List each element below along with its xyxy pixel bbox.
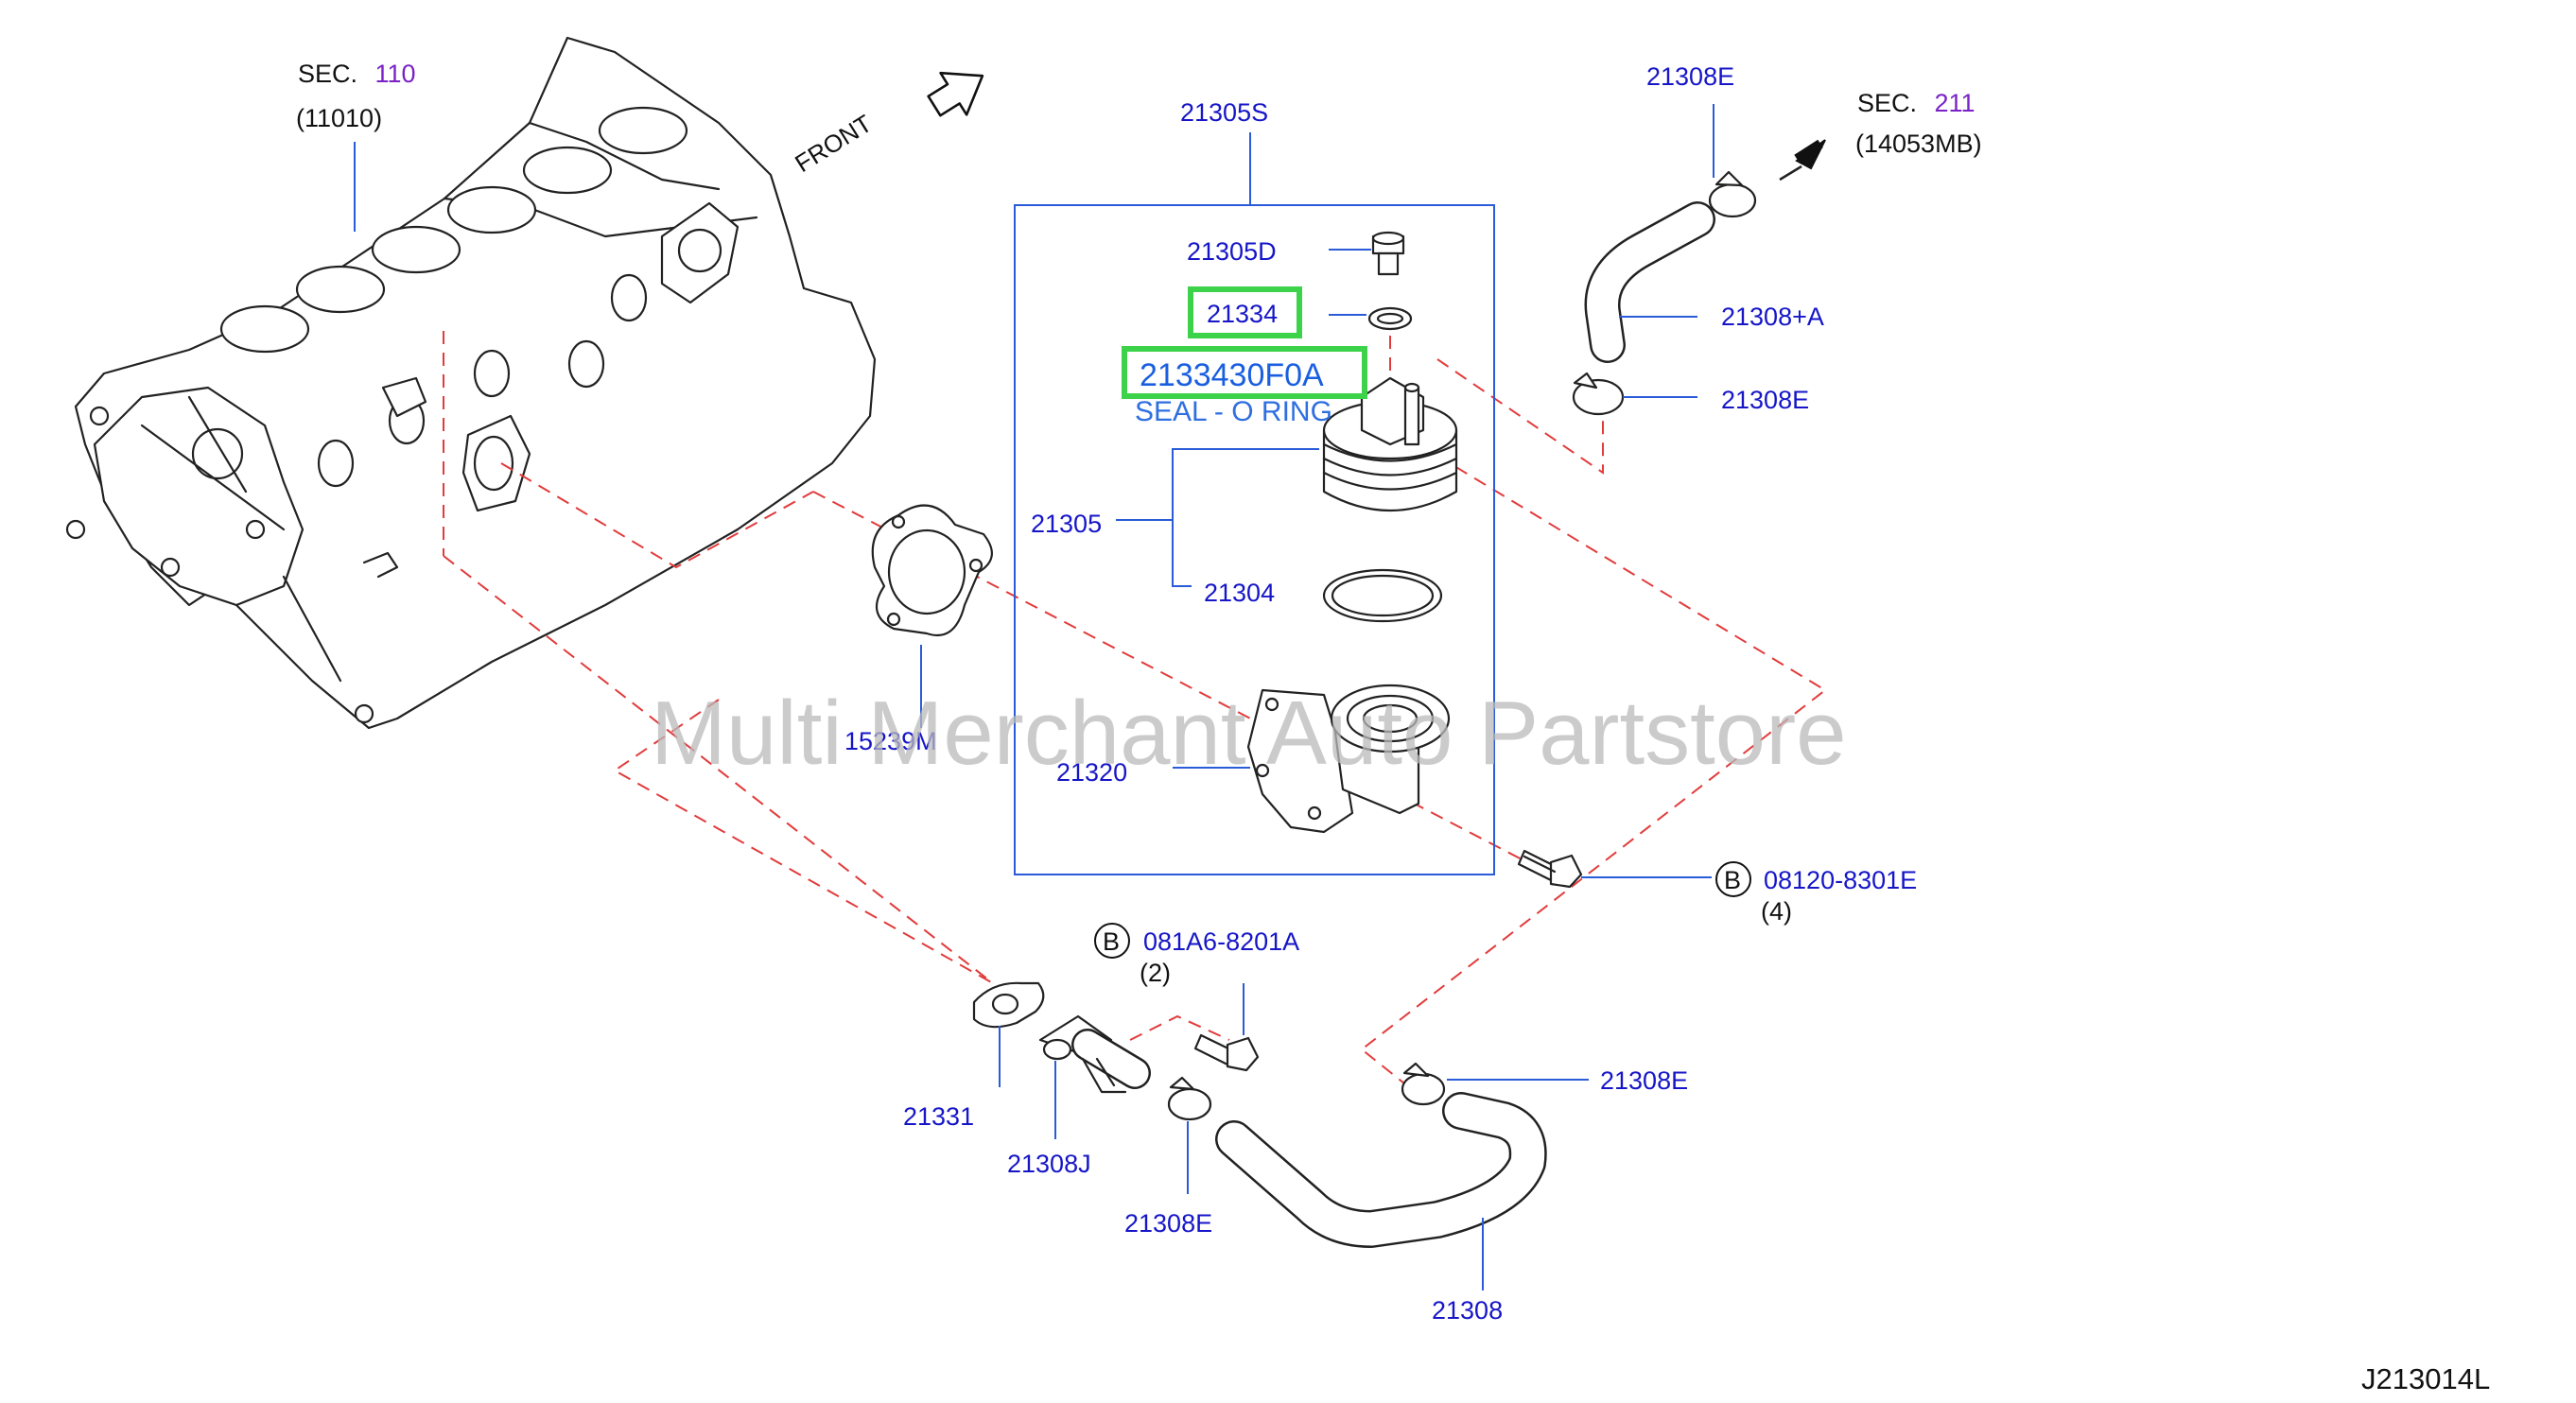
clamp-21308E-mid-drawing — [1572, 372, 1625, 416]
part-label-21305D[interactable]: 21305D — [1187, 237, 1277, 266]
bolt-badge-letter: B — [1724, 866, 1741, 894]
bolt-badge-circle — [1715, 861, 1751, 897]
sec-211-reference[interactable]: SEC. 211 — [1857, 89, 1976, 117]
sec-110-number[interactable]: 110 — [374, 60, 415, 88]
part-label-15239M[interactable]: 15239M — [844, 727, 937, 755]
bolt-08120-8301E-drawing — [1517, 849, 1583, 889]
part-label-21305[interactable]: 21305 — [1031, 510, 1102, 538]
gasket-21304-drawing — [1322, 568, 1443, 623]
clamp-21308E-bottom-drawing — [1167, 1076, 1212, 1121]
sec-110-reference[interactable]: SEC. 110 — [298, 60, 416, 88]
bolt-badge-circle — [1094, 923, 1130, 959]
bolt-callout-08120-8301E[interactable]: B 08120-8301E (4) — [1715, 861, 1917, 926]
bolt-quantity-right: (4) — [1761, 897, 1792, 926]
sec-211-prefix: SEC. — [1857, 89, 1917, 117]
bolt-badge-letter: B — [1103, 927, 1120, 956]
engine-block-illustration — [65, 36, 877, 730]
part-label-21308E-mid[interactable]: 21308E — [1721, 386, 1809, 414]
oil-cooler-assembly-box — [1014, 204, 1495, 875]
watermark-text: Multi Merchant Auto Partstore — [651, 683, 1847, 784]
highlight-box-21334 — [1188, 286, 1302, 338]
part-label-21320[interactable]: 21320 — [1056, 758, 1127, 787]
part-label-21334[interactable]: 21334 — [1207, 300, 1278, 328]
bolt-callout-081A6-8201A[interactable]: B 081A6-8201A (2) — [1094, 923, 1299, 987]
flow-arrow-shaft — [1779, 165, 1802, 182]
clamp-21308E-right-drawing — [1401, 1062, 1446, 1106]
part-label-21331[interactable]: 21331 — [903, 1102, 974, 1131]
diagram-reference-id: J213014L — [2361, 1362, 2490, 1395]
part-label-21308E-bottom[interactable]: 21308E — [1124, 1209, 1212, 1238]
pipe-21308J-drawing — [1038, 1014, 1151, 1094]
bolt-21305D-drawing — [1371, 231, 1405, 276]
sec-211-part: (14053MB) — [1855, 130, 1982, 158]
part-label-21305S[interactable]: 21305S — [1180, 98, 1268, 127]
oil-cooler-21305-drawing — [1322, 376, 1458, 511]
flow-arrow-body — [1794, 139, 1823, 164]
front-label: FRONT — [790, 109, 877, 178]
part-label-21308A[interactable]: 21308+A — [1721, 303, 1824, 331]
hose-21308A-drawing — [1584, 201, 1715, 363]
gasket-21304-inner — [1331, 574, 1435, 617]
highlight-box-full-part-number — [1122, 346, 1367, 399]
hose-21308-drawing — [1215, 1092, 1547, 1248]
sec-110-part: (11010) — [296, 104, 382, 132]
part-label-21308E-right[interactable]: 21308E — [1600, 1066, 1688, 1095]
bolt-quantity-bottom: (2) — [1140, 959, 1171, 987]
bolt-081A6-8201A-drawing — [1193, 1033, 1260, 1072]
o-ring-21334-inner — [1376, 312, 1404, 325]
part-label-21304[interactable]: 21304 — [1204, 579, 1275, 607]
part-label-21308[interactable]: 21308 — [1432, 1296, 1503, 1325]
part-description: SEAL - O RING — [1135, 396, 1332, 427]
part-label-081A6-8201A[interactable]: 081A6-8201A — [1143, 927, 1299, 956]
part-label-08120-8301E[interactable]: 08120-8301E — [1764, 866, 1917, 894]
leader-21305 — [1116, 448, 1319, 587]
front-direction-arrow-icon — [927, 71, 984, 117]
clamp-21308E-top-drawing — [1708, 170, 1757, 218]
cooler-housing-21320-drawing — [1246, 684, 1451, 834]
sec-110-prefix: SEC. — [298, 60, 357, 88]
full-part-number[interactable]: 2133430F0A — [1140, 357, 1324, 393]
gasket-21331-drawing — [972, 981, 1045, 1029]
sec-211-number[interactable]: 211 — [1934, 89, 1975, 117]
part-label-21308E-top[interactable]: 21308E — [1646, 62, 1734, 91]
part-label-21308J[interactable]: 21308J — [1007, 1150, 1091, 1178]
gasket-15239M-drawing — [871, 504, 993, 637]
